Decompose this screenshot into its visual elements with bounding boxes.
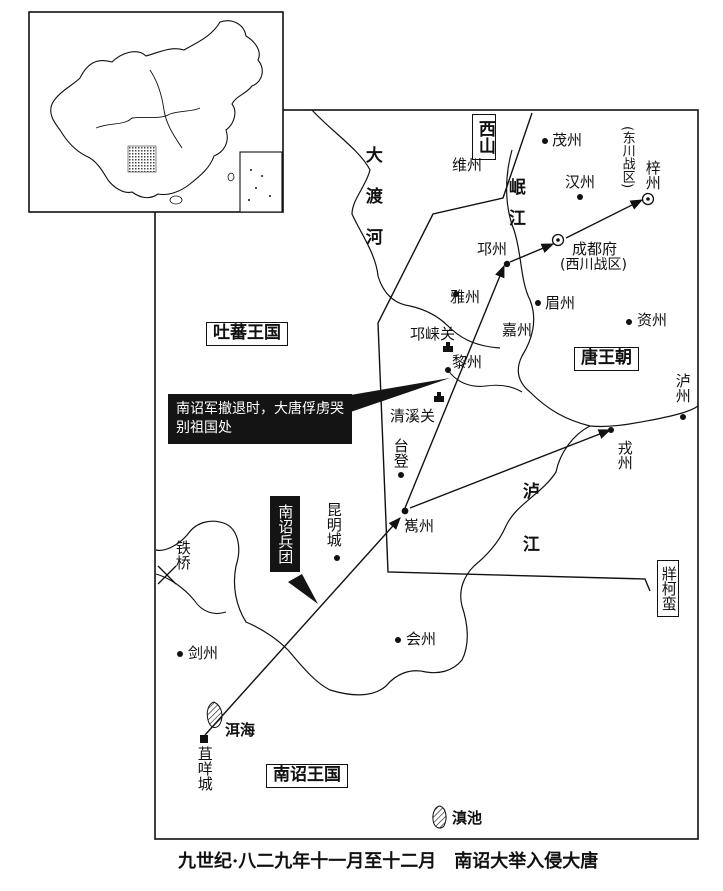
dadu-river xyxy=(311,109,501,349)
luzhou-dot xyxy=(680,414,686,420)
map-frame xyxy=(154,109,699,840)
dadu-river-label: 大渡河 xyxy=(361,146,382,269)
huizhou-label: 会州 xyxy=(406,630,437,648)
xizhou-dot xyxy=(401,507,409,515)
jianzhou-dot xyxy=(177,651,183,657)
region-tang: 唐王朝 xyxy=(574,347,639,371)
lizhou-river xyxy=(447,369,523,393)
qionglaiguan-marker xyxy=(443,342,453,352)
erhai-lake xyxy=(206,701,223,728)
route-xizhou-qiongzhou xyxy=(404,264,505,509)
dianchi-label: 滇池 xyxy=(452,809,483,827)
region-tubo: 吐蕃王国 xyxy=(206,322,288,346)
qiongzhou-dot xyxy=(503,260,511,268)
ziyzhou-label: 资州 xyxy=(637,311,668,329)
jianzhou-label: 剑州 xyxy=(188,644,219,662)
taideng-label: 台登 xyxy=(391,438,410,468)
meizhou-dot xyxy=(535,300,541,306)
route-erhai-xizhou xyxy=(204,517,401,736)
maozhou-dot xyxy=(542,138,548,144)
lujiang-river xyxy=(529,391,699,428)
region-xishan: 西山 xyxy=(472,114,496,160)
route-qiongzhou-chengdu xyxy=(509,243,555,263)
rongzhou-label: 戎州 xyxy=(615,440,634,470)
lizhou-label: 黎州 xyxy=(452,353,483,371)
lizhou-dot xyxy=(445,367,451,373)
jiazhou-label: 嘉州 xyxy=(502,321,533,339)
chengdu-label: 成都府 xyxy=(572,240,618,258)
retreat-note-pointer xyxy=(333,378,450,418)
qingxiguan-label: 清溪关 xyxy=(390,407,436,425)
kunming-label: 昆明城 xyxy=(324,502,343,547)
army-note-pointer xyxy=(288,574,318,604)
tang-border xyxy=(377,112,651,592)
yazhou-label: 雅州 xyxy=(450,288,481,306)
retreat-note: 南诏军撤退时，大唐俘虏哭别祖国处 xyxy=(168,394,352,444)
ziyzhou-dot xyxy=(626,319,632,325)
lujiang-river-label: 泸江 xyxy=(518,482,539,588)
tieqiao-bridge xyxy=(157,565,177,585)
minjiang-river-label: 岷江 xyxy=(504,178,525,240)
army-note: 南诏兵团 xyxy=(270,496,301,572)
qingxiguan-marker xyxy=(434,392,444,402)
juxiancheng-marker xyxy=(200,735,208,743)
inset-china-map xyxy=(28,11,284,213)
inset-highlight xyxy=(127,145,157,173)
xizhou-label: 嶲州 xyxy=(404,517,435,535)
seat-markers xyxy=(551,192,655,247)
kunming-dot xyxy=(334,555,340,561)
weizhou-label: 维州 xyxy=(452,156,483,174)
dianchi-lake xyxy=(432,805,447,829)
qiongzhou-label: 邛州 xyxy=(477,240,508,258)
jinsha-river xyxy=(155,425,591,696)
route-xizhou-rongzhou xyxy=(409,429,612,509)
hanzhou-label: 汉州 xyxy=(565,173,596,191)
qionglaiguan-label: 邛崃关 xyxy=(410,325,456,343)
meizhou-label: 眉州 xyxy=(545,294,576,312)
route-chengdu-zizhou xyxy=(565,199,644,239)
tieqiao-label: 铁桥 xyxy=(173,540,192,570)
tieqiao-river xyxy=(155,573,227,615)
taideng-dot xyxy=(398,472,404,478)
pass-markers xyxy=(200,342,453,743)
region-nanzhao: 南诏王国 xyxy=(266,764,348,788)
rongzhou-dot xyxy=(608,427,614,433)
hanzhou-dot xyxy=(577,194,583,200)
xichuan-label: (西川战区) xyxy=(560,257,627,273)
juxiancheng-label: 苴咩城 xyxy=(195,746,214,791)
minjiang-river xyxy=(506,149,535,393)
maozhou-label: 茂州 xyxy=(552,131,583,149)
town-dots xyxy=(177,138,686,657)
map-caption: 九世纪·八二九年十一月至十二月 南诏大举入侵大唐 xyxy=(178,851,599,872)
erhai-label: 洱海 xyxy=(225,721,256,739)
dongchuan-label: (东川战区) xyxy=(619,126,635,189)
huizhou-dot xyxy=(395,637,401,643)
luzhou-label: 泸州 xyxy=(673,373,692,403)
inset-south-sea-box xyxy=(239,151,283,213)
yazhou-dot xyxy=(453,291,459,297)
zizhou-label: 梓州 xyxy=(643,160,662,190)
region-zangke: 牂柯蛮 xyxy=(657,560,679,617)
